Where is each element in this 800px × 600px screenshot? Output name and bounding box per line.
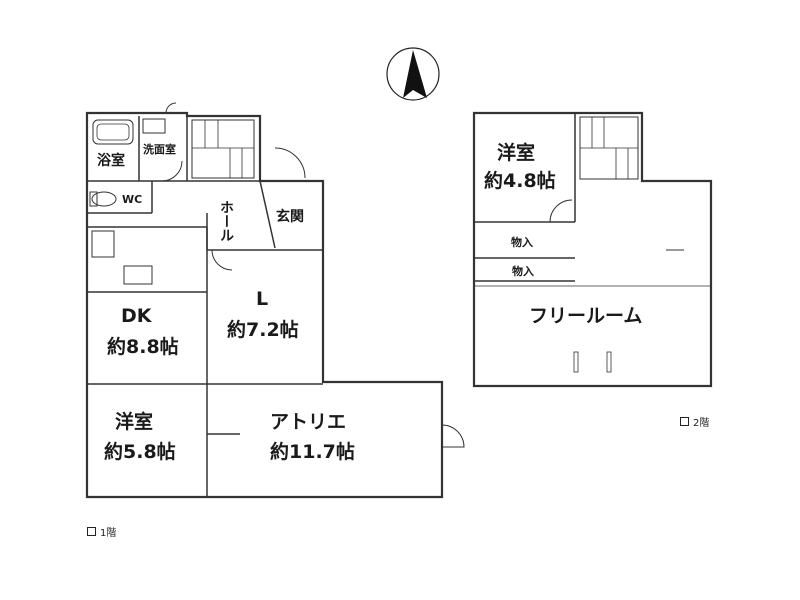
- floor2-label: 2階: [680, 414, 709, 429]
- floor2-western-name-label: 洋室: [497, 141, 535, 164]
- floor2-label-text: 2階: [693, 418, 710, 429]
- living-name-label: L: [256, 288, 268, 310]
- square-icon: [680, 417, 689, 426]
- floor1-label-text: 1階: [100, 528, 117, 539]
- western-name-label: 洋室: [115, 410, 153, 433]
- western-size-label: 約5.8帖: [104, 440, 176, 463]
- wc-label: WC: [122, 193, 142, 206]
- floor1-label: 1階: [87, 524, 116, 539]
- dk-name-label: DK: [121, 305, 153, 327]
- free-room-label: フリールーム: [529, 305, 642, 327]
- hall-label: ホール: [218, 200, 234, 242]
- floor2-walls: [472, 111, 713, 388]
- washroom-label: 洗面室: [143, 142, 176, 156]
- north-arrow-icon: [386, 47, 440, 101]
- atelier-name-label: アトリエ: [270, 411, 346, 433]
- atelier-size-label: 約11.7帖: [270, 440, 355, 463]
- dk-size-label: 約8.8帖: [107, 335, 179, 358]
- bath-label: 浴室: [97, 152, 125, 169]
- floor1-walls: [85, 102, 465, 499]
- living-size-label: 約7.2帖: [227, 318, 299, 341]
- storage1-label: 物入: [511, 235, 533, 249]
- square-icon: [87, 527, 96, 536]
- storage2-label: 物入: [512, 264, 534, 278]
- entrance-label: 玄関: [276, 208, 304, 225]
- floor2-western-size-label: 約4.8帖: [484, 169, 556, 192]
